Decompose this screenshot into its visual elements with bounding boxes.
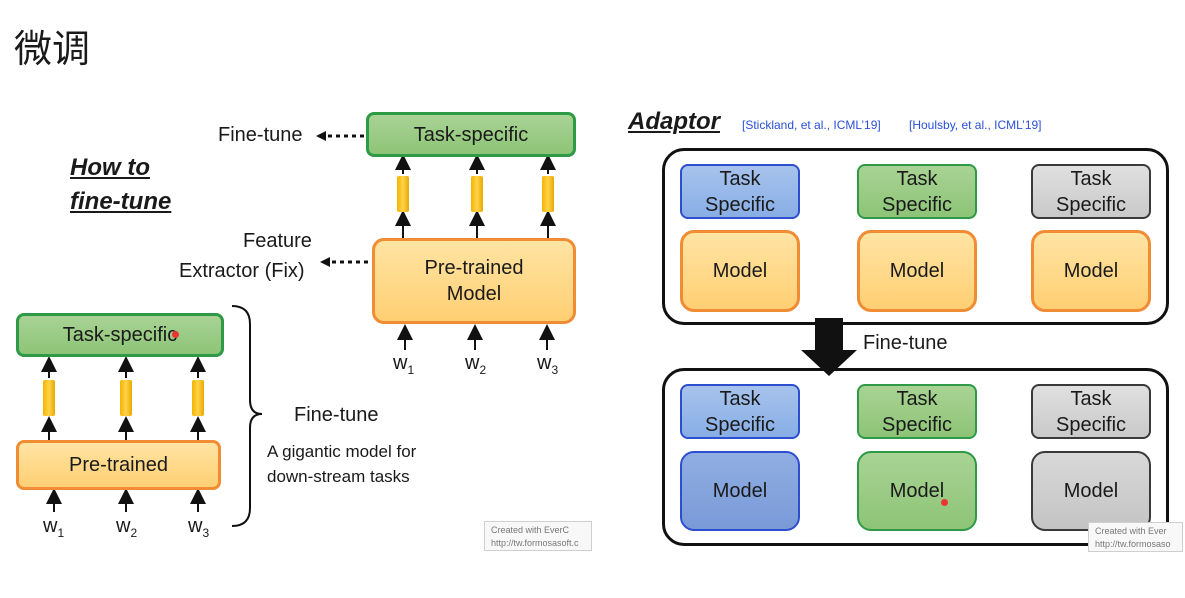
bottom-word-2: w2: [116, 515, 138, 540]
adapter-block: [471, 176, 483, 212]
pretrained-line2: Model: [446, 283, 502, 305]
dotted-arrows: [326, 134, 368, 264]
top-model-container: [662, 148, 1169, 325]
top-mid-arrows: [395, 154, 556, 238]
arrow-fine-tune-label: Fine-tune: [863, 332, 948, 354]
top-word-arrows: [397, 324, 555, 350]
page-title: 微调: [14, 27, 91, 71]
adaptor-heading: Adaptor: [628, 108, 720, 135]
model-box-3: Model: [1031, 230, 1151, 312]
fine-tune-heading: fine-tune: [70, 188, 172, 215]
bottom-task-specific-label: Task-specific: [62, 324, 178, 346]
extractor-label: Extractor (Fix): [179, 260, 305, 282]
bottom-word-arrows: [41, 356, 206, 512]
top-fine-tune-label: Fine-tune: [218, 124, 303, 146]
bottom-word-1: w1: [43, 515, 65, 540]
desc-line2: down-stream tasks: [267, 467, 410, 486]
pretrained-line1: Pre-trained: [424, 257, 524, 279]
watermark-left: Created with EverC http://tw.formosasoft…: [484, 521, 592, 551]
model-box-gray: Model: [1031, 451, 1151, 531]
bottom-word-3: w3: [188, 515, 210, 540]
adapter-block: [120, 380, 132, 416]
top-word-2: w2: [465, 352, 487, 377]
top-pretrained-box: Pre-trained Model: [372, 238, 576, 324]
desc-line1: A gigantic model for: [267, 442, 417, 461]
citation-stickland: [Stickland, et al., ICML’19]: [742, 118, 881, 132]
watermark-right: Created with Ever http://tw.formosaso: [1088, 522, 1183, 552]
model-box-blue: Model: [680, 451, 800, 531]
top-task-specific-box: Task-specific: [366, 112, 576, 157]
adapter-block: [542, 176, 554, 212]
adapter-block: [43, 380, 55, 416]
how-to-heading: How to: [70, 154, 150, 181]
bottom-task-specific-box: Task-specific: [16, 313, 224, 357]
top-word-1: w1: [393, 352, 415, 377]
down-arrow-shape: [801, 318, 857, 376]
brace-fine-tune-label: Fine-tune: [294, 404, 379, 426]
adapter-block: [397, 176, 409, 212]
bottom-pretrained-label: Pre-trained: [69, 454, 168, 476]
model-box-green: Model: [857, 451, 977, 531]
feature-label: Feature: [243, 230, 312, 252]
top-word-3: w3: [537, 352, 559, 377]
brace-shape: [231, 305, 263, 527]
bottom-model-container: [662, 368, 1169, 546]
citation-houlsby: [Houlsby, et al., ICML’19]: [909, 118, 1042, 132]
adapter-block: [192, 380, 204, 416]
cursor-dot: [941, 499, 948, 506]
model-box-1: Model: [680, 230, 800, 312]
bottom-pretrained-box: Pre-trained: [16, 440, 221, 490]
top-task-specific-label: Task-specific: [413, 123, 529, 146]
cursor-dot: [172, 331, 179, 338]
model-box-2: Model: [857, 230, 977, 312]
